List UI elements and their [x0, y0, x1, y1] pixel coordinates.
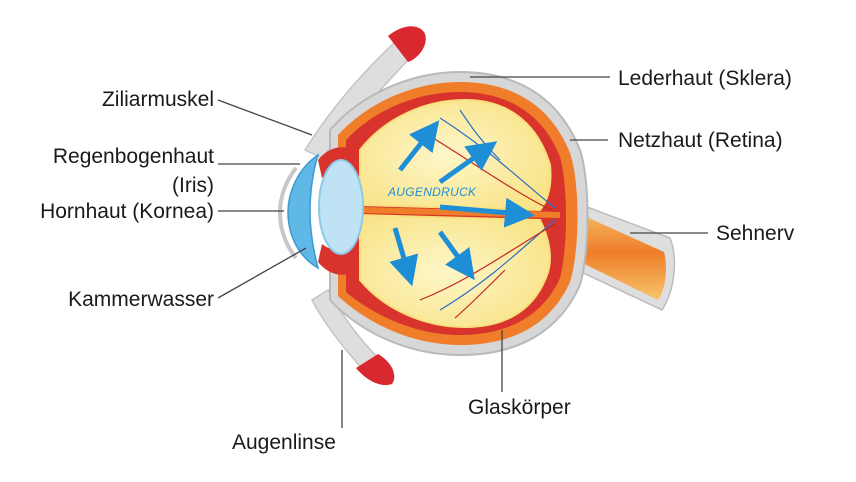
label-netzhaut: Netzhaut (Retina): [618, 129, 783, 152]
arrow-down-left: [389, 227, 419, 287]
label-regenbogenhaut: Regenbogenhaut: [52, 145, 214, 168]
cornea: [287, 153, 320, 270]
arrow-up-right: [438, 141, 498, 185]
leader-ziliarmuskel: [217, 99, 313, 136]
arrow-up-left: [398, 120, 440, 172]
label-iris: (Iris): [172, 174, 214, 197]
label-glaskoerper: Glaskörper: [468, 396, 571, 419]
blood-vessels: [419, 109, 556, 319]
lens: [318, 159, 364, 255]
label-ziliarmuskel: Ziliarmuskel: [101, 88, 214, 111]
label-sehnerv: Sehnerv: [716, 222, 795, 245]
label-lederhaut: Lederhaut (Sklera): [618, 67, 792, 90]
augendruck-label: AUGENDRUCK: [387, 185, 477, 199]
arrow-right: [439, 197, 535, 228]
arrow-down-right: [437, 230, 475, 281]
label-kammerwasser: Kammerwasser: [68, 288, 214, 311]
label-hornhaut: Hornhaut (Kornea): [40, 200, 214, 223]
label-augenlinse: Augenlinse: [232, 431, 336, 454]
leader-lines: [217, 76, 708, 428]
pressure-arrows: [389, 120, 535, 287]
leader-kammerwasser: [217, 247, 307, 299]
cornea-outline: [277, 166, 298, 260]
